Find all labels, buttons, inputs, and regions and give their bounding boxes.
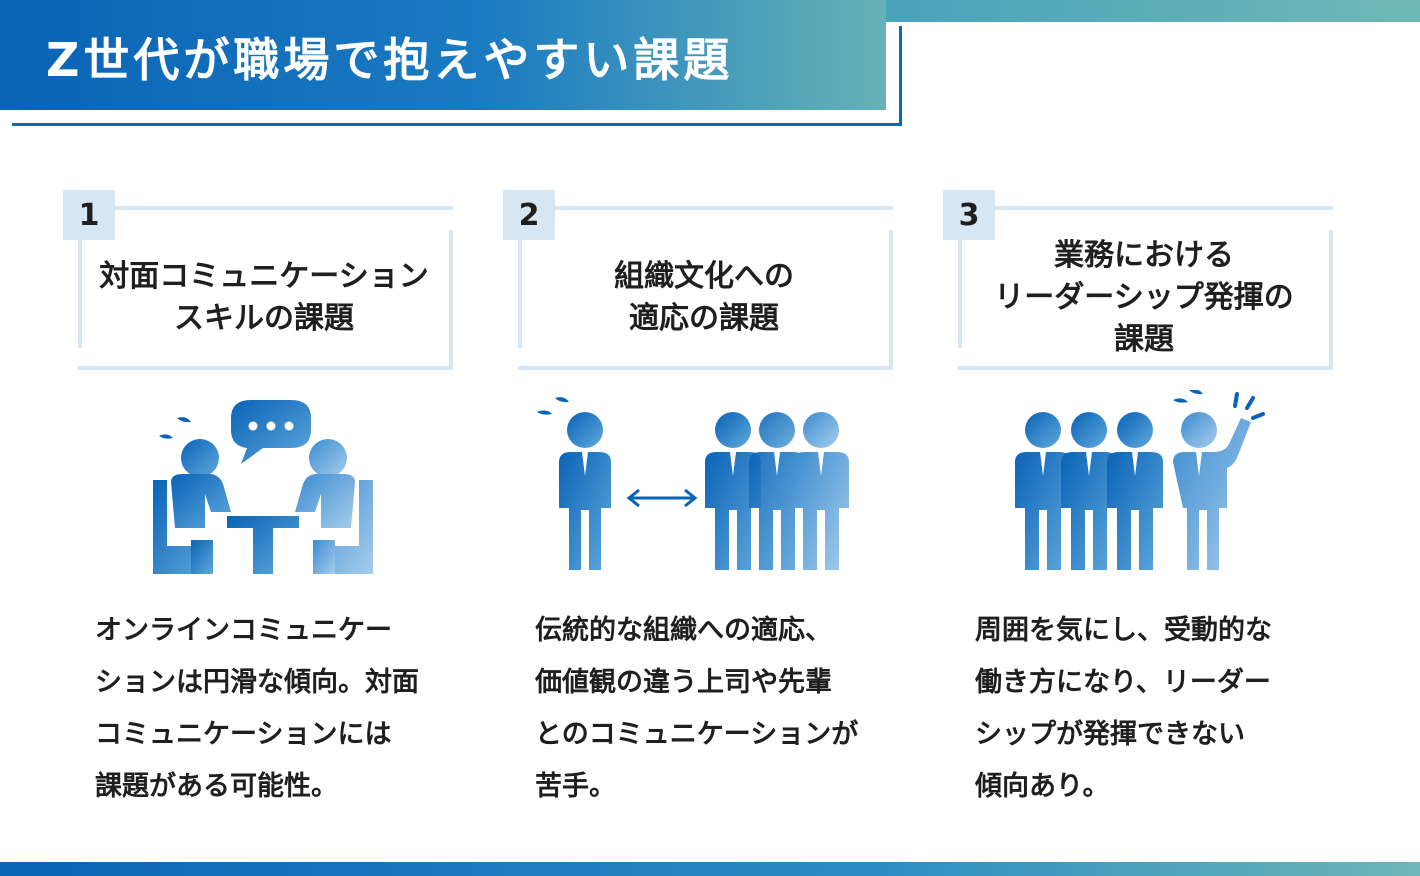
challenge-description: 伝統的な組織への適応、 価値観の違う上司や先輩 とのコミュニケーションが 苦手。: [535, 615, 859, 802]
challenge-number: 3: [943, 190, 995, 240]
title-banner-extension: [886, 0, 1420, 22]
challenge-number: 1: [63, 190, 115, 240]
heading-frame: 業務における リーダーシップ発揮の 課題: [958, 230, 1333, 370]
conversation-at-table-icon: [103, 390, 423, 580]
challenge-column-1: 1 対面コミュニケーション スキルの課題 オンラインコミュニケー ションは円滑な…: [63, 190, 453, 810]
header-rule: [555, 206, 893, 210]
challenge-column-3: 3 業務における リーダーシップ発揮の 課題: [943, 190, 1333, 810]
header-rule: [995, 206, 1333, 210]
challenge-heading: 対面コミュニケーション スキルの課題: [99, 259, 429, 336]
challenge-heading: 組織文化への 適応の課題: [614, 259, 794, 336]
challenge-description: 周囲を気にし、受動的な 働き方になり、リーダー シップが発揮できない 傾向あり。: [975, 615, 1272, 802]
challenge-description: オンラインコミュニケー ションは円滑な傾向。対面 コミュニケーションには 課題が…: [95, 615, 419, 802]
title-frame: [12, 26, 902, 126]
challenge-heading: 業務における リーダーシップ発揮の 課題: [994, 238, 1294, 357]
person-vs-group-icon: [533, 390, 853, 580]
challenge-number: 2: [503, 190, 555, 240]
footer-bar: [0, 862, 1420, 876]
heading-frame: 組織文化への 適応の課題: [518, 230, 893, 370]
group-with-raised-hand-icon: [1003, 389, 1323, 580]
header-rule: [115, 206, 453, 210]
title-banner: [0, 0, 886, 110]
page-title: Z世代が職場で抱えやすい課題: [46, 33, 734, 87]
heading-frame: 対面コミュニケーション スキルの課題: [78, 230, 453, 370]
challenge-column-2: 2 組織文化への 適応の課題: [503, 190, 893, 810]
